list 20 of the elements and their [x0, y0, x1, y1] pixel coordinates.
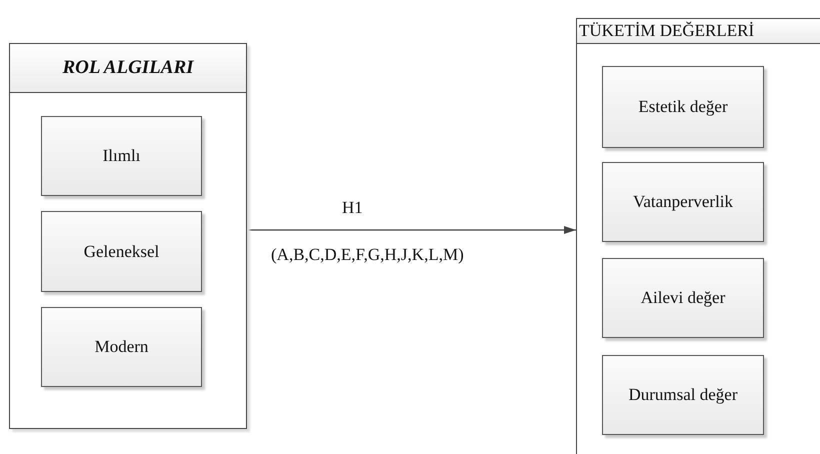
- concept-box: [602, 162, 764, 242]
- group-container: [576, 18, 820, 454]
- concept-box: [41, 211, 202, 292]
- group-header: TÜKETİM DEĞERLERİ: [577, 19, 820, 44]
- box-label: Ilımlı: [102, 145, 140, 168]
- concept-box: [41, 116, 202, 196]
- concept-box: [602, 66, 764, 148]
- box-label: Estetik değer: [638, 96, 728, 118]
- group-container: [9, 43, 247, 429]
- box-label: Modern: [94, 336, 148, 358]
- box-label: Vatanperverlik: [632, 191, 734, 214]
- concept-box: [602, 258, 764, 338]
- concept-box: [602, 355, 764, 435]
- arrow: [247, 226, 576, 234]
- group-header: ROL ALGILARI: [10, 44, 246, 93]
- box-label: Ailevi değer: [640, 287, 726, 310]
- box-label: Geleneksel: [84, 240, 160, 263]
- box-label: Durumsal değer: [628, 384, 738, 406]
- hypothesis-note: (A,B,C,D,E,F,G,H,J,K,L,M): [269, 245, 466, 265]
- concept-box: [41, 307, 202, 387]
